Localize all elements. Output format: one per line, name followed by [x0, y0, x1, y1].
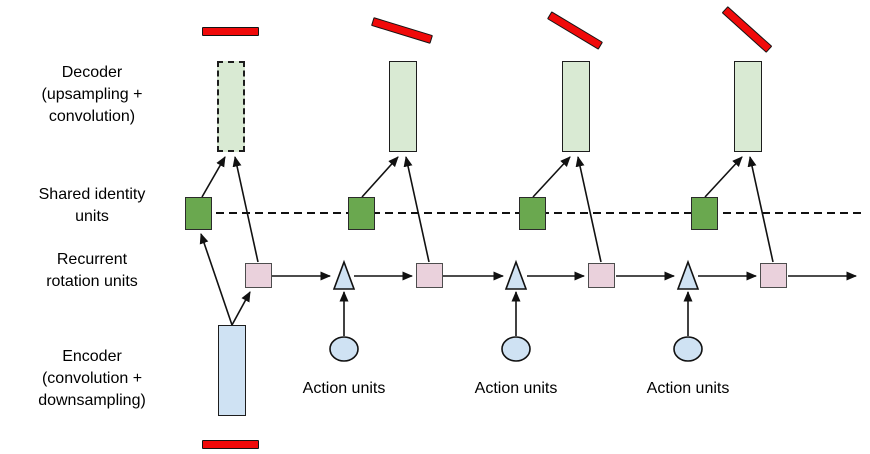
rotation-unit-t2 — [416, 263, 443, 288]
decoder-label: Decoder (upsampling + convolution) — [41, 64, 143, 125]
encoder-label: Encoder (convolution + downsampling) — [38, 348, 146, 409]
rotation-unit-t4 — [760, 263, 787, 288]
encoder-block — [218, 325, 246, 416]
identity-unit-t2 — [348, 197, 375, 230]
arrow-encoder-to-identity1 — [199, 233, 233, 326]
action-units-label-1: Action units — [302, 380, 386, 397]
action-unit-circle-1 — [329, 336, 359, 362]
action-gate-triangle-3 — [676, 259, 700, 290]
identity-unit-t3 — [519, 197, 546, 230]
action-unit-circle-2 — [501, 336, 531, 362]
identity-unit-t1 — [185, 197, 212, 230]
action-units-label-3: Action units — [646, 380, 730, 397]
pose-bar-t1 — [202, 27, 259, 36]
decoder-output-t2 — [389, 61, 417, 152]
arrow-identity2-to-decoder2 — [361, 156, 399, 198]
input-pose-bar — [202, 440, 259, 449]
shared-identity-label: Shared identity units — [38, 186, 146, 225]
arrow-rotation2-to-decoder2 — [403, 156, 430, 263]
decoder-output-t3 — [562, 61, 590, 152]
action-units-label-2: Action units — [474, 380, 558, 397]
rotation-unit-t3 — [588, 263, 615, 288]
recurrent-rotation-label: Recurrent rotation units — [46, 251, 138, 290]
arrow-identity3-to-decoder3 — [532, 156, 571, 198]
rotation-unit-t1 — [245, 263, 272, 288]
arrow-identity1-to-decoder1 — [201, 156, 226, 198]
action-gate-triangle-2 — [504, 259, 528, 290]
decoder-output-t1 — [217, 61, 245, 152]
decoder-output-t4 — [734, 61, 762, 152]
action-unit-circle-3 — [673, 336, 703, 362]
identity-unit-t4 — [691, 197, 718, 230]
arrow-rotation3-to-decoder3 — [575, 156, 602, 263]
arrow-rotation1-to-decoder1 — [232, 156, 259, 263]
arrow-encoder-to-rotation1 — [231, 291, 251, 326]
action-gate-triangle-1 — [332, 259, 356, 290]
arrow-identity4-to-decoder4 — [704, 156, 743, 198]
arrow-rotation4-to-decoder4 — [747, 156, 774, 263]
